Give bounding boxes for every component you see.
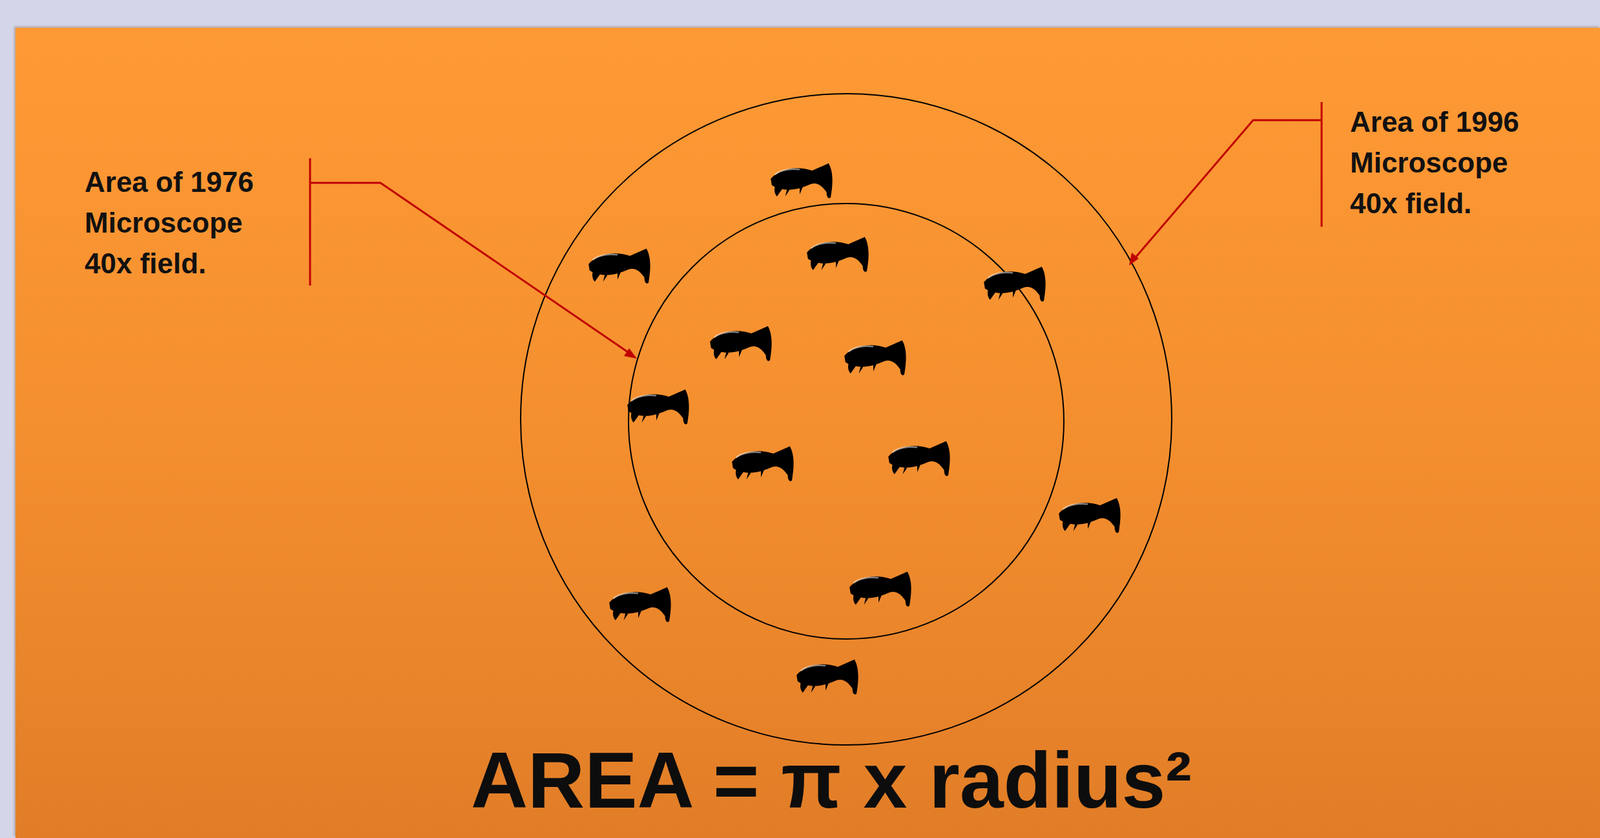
organisms (588, 163, 1121, 695)
arrowheads (623, 252, 1139, 359)
field-callout: Area of 1996 Microscope 40x field. (1350, 101, 1551, 224)
field-callout: Area of 1976 Microscope 40x field. (84, 161, 285, 284)
area-formula: AREA = π x radius² (470, 735, 1192, 826)
inner-field-circle (628, 203, 1064, 639)
outer-field-circle (520, 93, 1172, 745)
leader-lines (310, 102, 1322, 355)
